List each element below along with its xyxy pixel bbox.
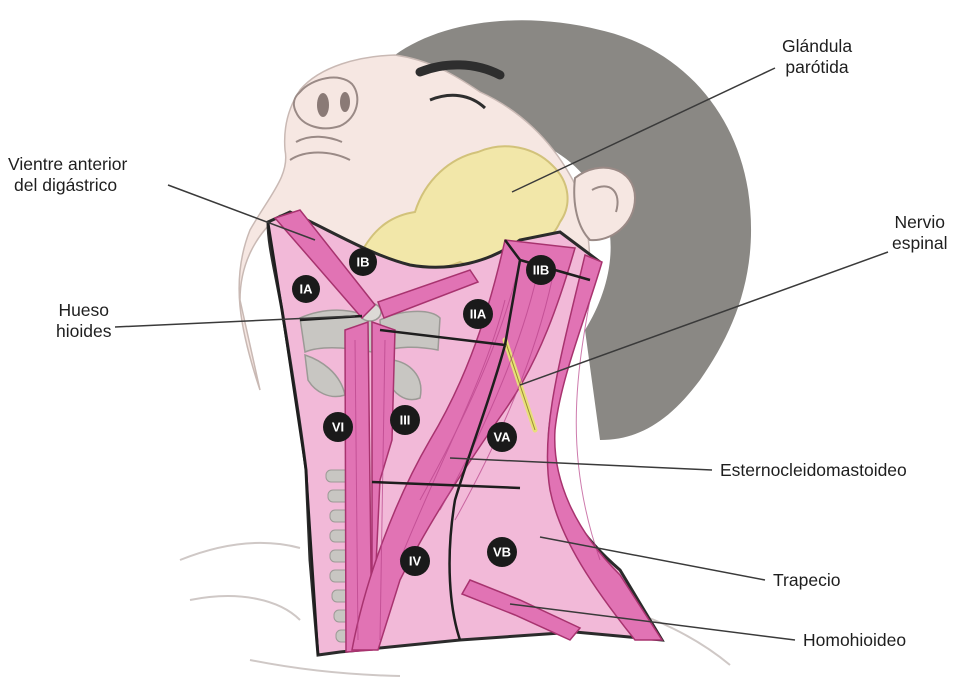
label-hyoid-bone: Hueso hioides bbox=[56, 300, 111, 342]
level-badge-IB-text: IB bbox=[357, 255, 370, 270]
level-badge-IIB-text: IIB bbox=[533, 263, 550, 278]
label-parotid-line1: Glándula bbox=[782, 36, 852, 57]
label-spinal-nerve-line1: Nervio bbox=[892, 212, 947, 233]
level-badge-IA-text: IA bbox=[300, 282, 314, 297]
label-trapezius: Trapecio bbox=[773, 570, 840, 591]
label-digastric: Vientre anterior del digástrico bbox=[8, 154, 127, 196]
label-hyoid-line2: hioides bbox=[56, 321, 111, 342]
level-badge-VI-text: VI bbox=[332, 420, 344, 435]
label-spinal-nerve: Nervio espinal bbox=[892, 212, 947, 254]
label-trapezius-line1: Trapecio bbox=[773, 570, 840, 591]
level-badge-VB-text: VB bbox=[493, 545, 511, 560]
nostril bbox=[340, 92, 350, 112]
label-spinal-nerve-line2: espinal bbox=[892, 233, 947, 254]
level-badge-IIA-text: IIA bbox=[470, 307, 487, 322]
level-badge-III-text: III bbox=[400, 413, 411, 428]
label-omohyoid: Homohioideo bbox=[803, 630, 906, 651]
label-parotid-line2: parótida bbox=[782, 57, 852, 78]
nostril bbox=[317, 93, 329, 117]
level-badge-IV-text: IV bbox=[409, 554, 422, 569]
label-parotid-gland: Glándula parótida bbox=[782, 36, 852, 78]
label-scm-line1: Esternocleidomastoideo bbox=[720, 460, 907, 481]
label-hyoid-line1: Hueso bbox=[56, 300, 111, 321]
level-badge-VA-text: VA bbox=[493, 430, 511, 445]
label-sternocleidomastoid: Esternocleidomastoideo bbox=[720, 460, 907, 481]
label-digastric-line2: del digástrico bbox=[8, 175, 127, 196]
label-omohyoid-line1: Homohioideo bbox=[803, 630, 906, 651]
label-digastric-line1: Vientre anterior bbox=[8, 154, 127, 175]
